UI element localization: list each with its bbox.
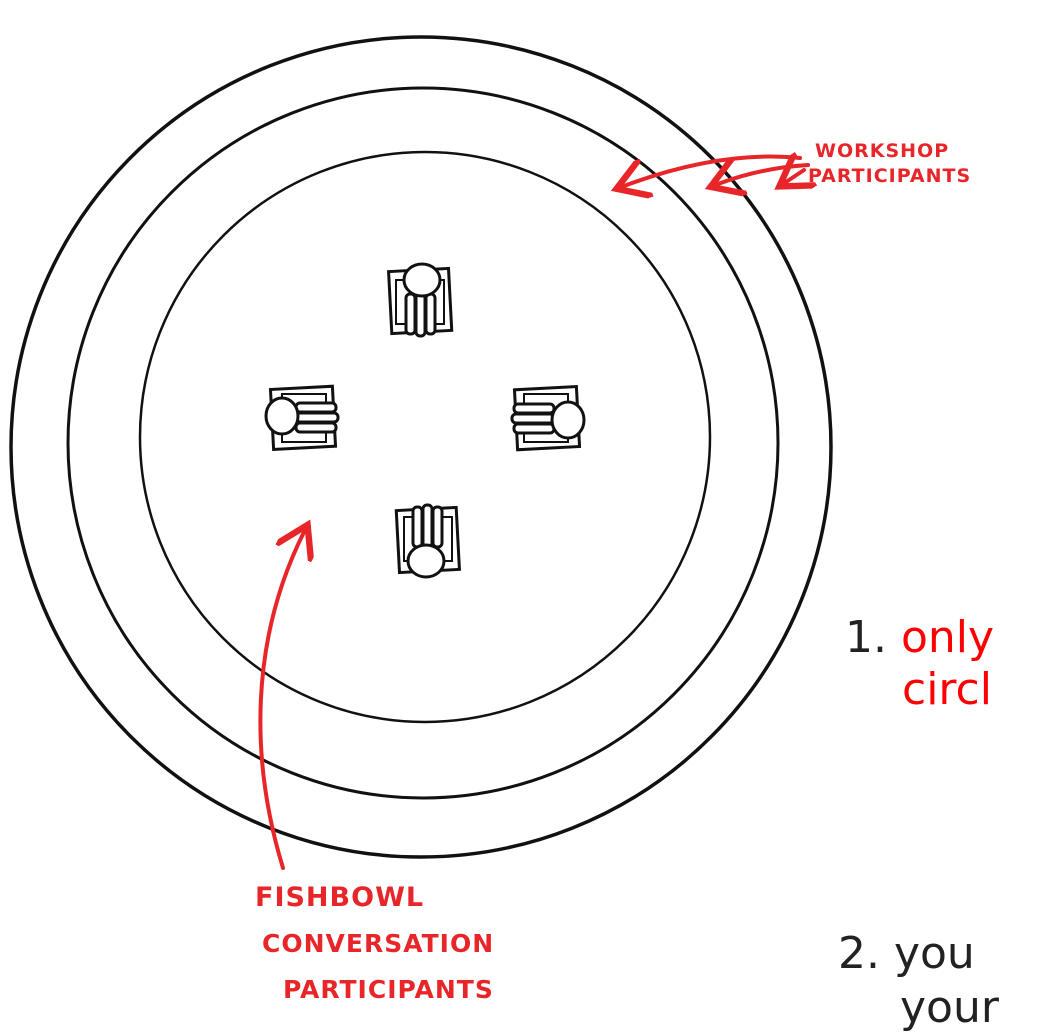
workshop-label-line2: PARTICIPANTS [808, 165, 971, 187]
list-item-1-line2: circl [902, 664, 992, 715]
fishbowl-label-line3: PARTICIPANTS [283, 975, 494, 1004]
list-item-1-text: only [900, 612, 995, 663]
workshop-arrows [624, 157, 808, 186]
outer-ring [9, 35, 833, 859]
rings [9, 35, 833, 859]
inner-ring [138, 150, 712, 724]
participant-chair-bottom [394, 503, 462, 579]
list-item-2-line2: your [900, 982, 999, 1033]
list-item-1-line1: 1. only [845, 612, 994, 663]
middle-ring [66, 86, 780, 800]
list-item-2-line1: 2. you [838, 928, 975, 979]
workshop-label-line1: WORKSHOP [815, 140, 949, 162]
list-item-1-number: 1. [845, 612, 887, 663]
fishbowl-label-line2: CONVERSATION [262, 929, 494, 958]
participant-chair-left [264, 384, 340, 452]
arrow-to-inner-ring [786, 170, 804, 182]
fishbowl-arrow [258, 532, 304, 870]
fishbowl-label-line1: FISHBOWL [255, 882, 424, 913]
participant-chair-top [386, 262, 454, 338]
participant-chair-right [510, 384, 586, 452]
